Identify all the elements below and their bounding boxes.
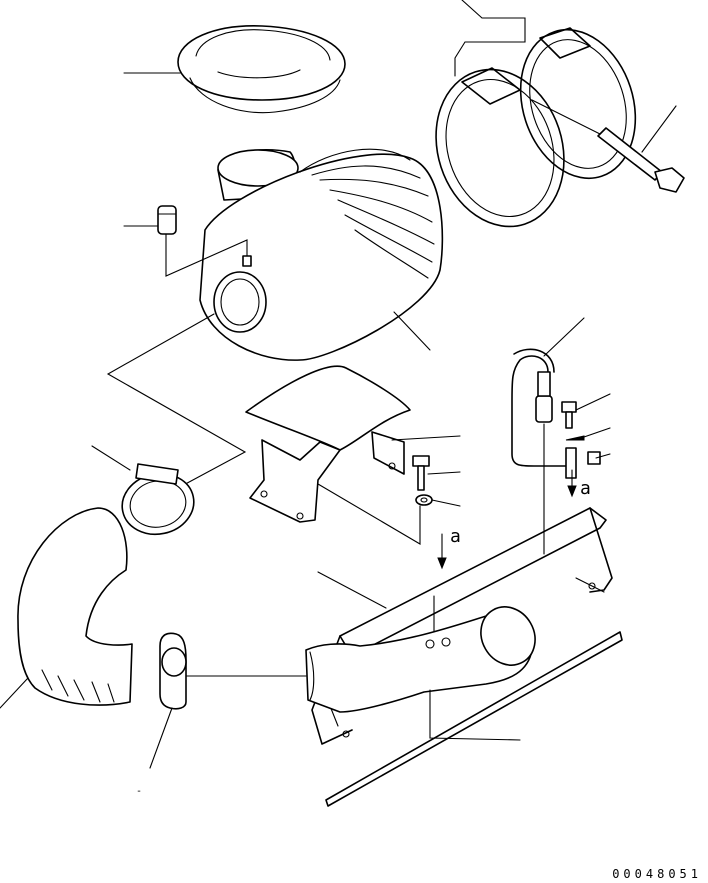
leader-service-indicator xyxy=(149,707,173,769)
leader-hose-clamp xyxy=(91,445,131,471)
mounting-bracket xyxy=(245,365,411,523)
service-indicator xyxy=(159,632,187,710)
leader-clamp-bolt xyxy=(641,105,677,153)
tubing-bolt xyxy=(561,401,577,429)
band-clamp-pair xyxy=(435,27,637,228)
view-a-arrow-top xyxy=(437,533,447,570)
leader-mounting-bar xyxy=(429,689,521,741)
leader-tubing-bolt xyxy=(575,393,611,411)
leader-bracket-bolt xyxy=(427,471,461,475)
view-a-arrow-bottom xyxy=(567,469,577,498)
clamp-bolt xyxy=(531,99,685,193)
hose-clamp xyxy=(121,463,195,536)
bracket-washer xyxy=(415,494,433,506)
leader-elbow-hose xyxy=(0,677,29,709)
leader-tubing-tee xyxy=(595,453,611,459)
intake-pipe xyxy=(305,606,536,713)
air-cleaner-body xyxy=(199,148,444,361)
leader-tubing-clip xyxy=(583,427,611,438)
leader-tubing xyxy=(543,317,585,357)
leader-band-clamp xyxy=(454,0,526,77)
minor-mark: - xyxy=(136,786,142,797)
leader-bracket-fastener xyxy=(317,483,421,545)
leader-valve-to-body xyxy=(165,233,248,277)
leader-support-frame xyxy=(317,571,387,609)
indicator-tubing xyxy=(511,348,601,479)
tubing-clip xyxy=(565,435,585,441)
view-a-label-bottom: a xyxy=(580,478,591,499)
bracket-bolt xyxy=(412,455,430,491)
view-a-label-top: a xyxy=(450,526,461,547)
evacuator-valve xyxy=(157,205,177,235)
mounting-bar xyxy=(325,631,623,807)
leader-bracket xyxy=(391,435,461,441)
elbow-hose xyxy=(17,507,133,706)
leader-bracket-washer xyxy=(431,499,461,507)
dust-cap xyxy=(177,25,346,114)
leader-intake-to-hose-clamp xyxy=(106,313,247,489)
leader-air-cleaner xyxy=(393,311,431,351)
drawing-number: 00048051 xyxy=(612,867,702,881)
